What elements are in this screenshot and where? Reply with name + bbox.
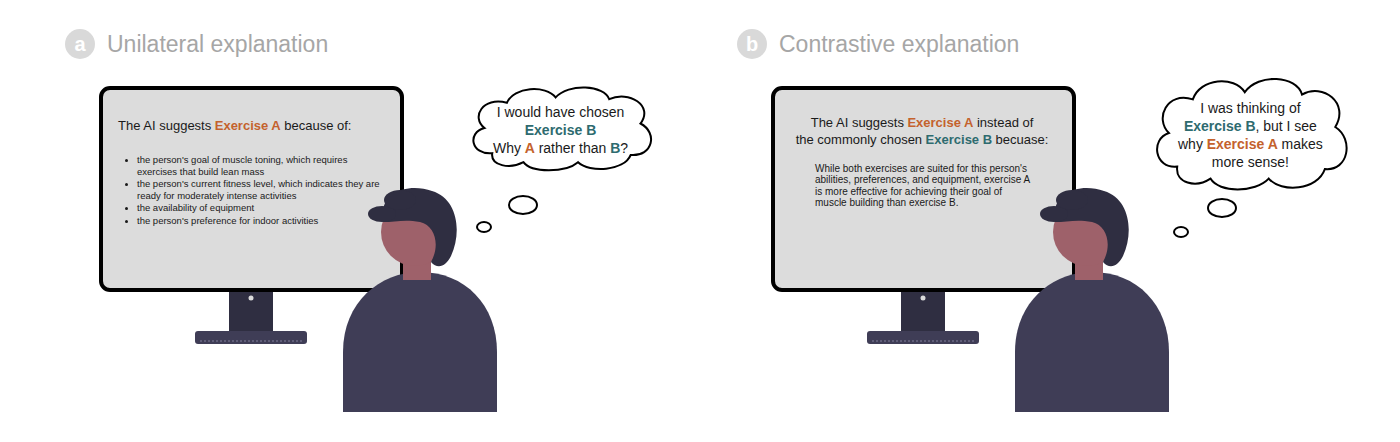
bubble-text: I would have chosen	[497, 104, 625, 120]
screen-text: because of:	[284, 118, 351, 133]
bubble-text: I was thinking of	[1200, 100, 1300, 116]
monitor-person	[101, 88, 497, 412]
panel-title: Unilateral explanation	[107, 30, 328, 58]
bubble-text: Exercise B	[525, 122, 597, 138]
thought-dot	[1208, 199, 1236, 217]
screen-text: the commonly chosen	[796, 132, 922, 147]
screen-text: becuase:	[996, 132, 1049, 147]
badge-letter: a	[65, 29, 95, 59]
text-line: I was thinking of	[1178, 99, 1323, 117]
bubble-outline-path	[473, 87, 651, 170]
bubble-text-block: I would have chosenExercise BWhyArather …	[493, 103, 628, 157]
bubble-text: rather than	[539, 140, 607, 156]
screen-text: Exercise A	[215, 118, 281, 133]
bubble-text: more sense!	[1212, 154, 1289, 170]
bullet-dot	[125, 207, 128, 210]
bubble-text: Why	[493, 140, 521, 156]
bullet-text: the person's current fitness level, whic…	[137, 178, 380, 201]
bullet-item: the availability of equipment	[118, 202, 383, 214]
screen-panel: The AI suggests Exercise Abecause of: the …	[118, 117, 393, 227]
bubble-text: Exercise B	[1184, 118, 1256, 134]
screen-text: instead of	[977, 115, 1033, 130]
panel-title: Contrastive explanation	[779, 30, 1019, 58]
text-line: Exercise B,but I see	[1178, 117, 1323, 135]
screen-body-text: While both exercises are suited for this…	[815, 163, 1033, 209]
screen-text: The AI suggests	[118, 118, 211, 133]
bubble-text: Exercise A	[1207, 136, 1278, 152]
bullet-dot	[125, 159, 128, 162]
bullet-item: the person's preference for indoor activ…	[118, 215, 383, 227]
bubble-text: A	[525, 140, 535, 156]
bullet-text: the person's goal of muscle toning, whic…	[137, 154, 347, 177]
screen-text: The AI suggests	[811, 115, 904, 130]
bullet-item: the person's current fitness level, whic…	[118, 178, 383, 201]
bullet-item: the person's goal of muscle toning, whic…	[118, 154, 383, 177]
bullet-text: the availability of equipment	[137, 202, 254, 213]
text-line: more sense!	[1178, 153, 1323, 171]
thought-dot	[477, 222, 491, 232]
panel-badge: bContrastive explanation	[737, 29, 767, 59]
bullet-list: the person's goal of muscle toning, whic…	[118, 154, 393, 226]
badge-letter: b	[737, 29, 767, 59]
bullet-dot	[125, 183, 128, 186]
thought-bubble: I would have chosenExercise BWhyArather …	[463, 83, 658, 173]
monitor-person	[773, 88, 1169, 412]
screen-text: Exercise A	[907, 115, 973, 130]
screen-text: Exercise B	[926, 132, 993, 147]
bubble-text: why	[1178, 136, 1203, 152]
thought-bubble: I was thinking ofExercise B,but I seewhy…	[1146, 73, 1354, 193]
panel-badge: aUnilateral explanation	[65, 29, 95, 59]
bubble-text-block: I was thinking ofExercise B,but I seewhy…	[1178, 99, 1323, 171]
bubble-text: ,	[1256, 118, 1260, 134]
bubble-text: but I see	[1263, 118, 1317, 134]
text-line: the commonly chosen Exercise Bbecuase:	[782, 131, 1062, 148]
bubble-text: ?	[620, 140, 628, 156]
text-line: The AI suggests Exercise Abecause of:	[118, 117, 393, 134]
bullet-text: the person's preference for indoor activ…	[137, 215, 318, 226]
text-line: I would have chosen	[493, 103, 628, 121]
text-line: WhyArather thanB?	[493, 139, 628, 157]
bullet-dot	[125, 220, 128, 223]
bubble-text: B	[610, 140, 620, 156]
screen-panel: The AI suggestsExercise Ainstead ofthe c…	[782, 114, 1062, 209]
bubble-text: makes	[1282, 136, 1323, 152]
text-line: The AI suggestsExercise A instead of	[782, 114, 1062, 131]
thought-dot	[1174, 227, 1188, 237]
thought-dot	[509, 196, 537, 214]
text-line: Exercise B	[493, 121, 628, 139]
text-line: whyExercise Amakes	[1178, 135, 1323, 153]
bubble-outline-path	[1157, 79, 1347, 189]
